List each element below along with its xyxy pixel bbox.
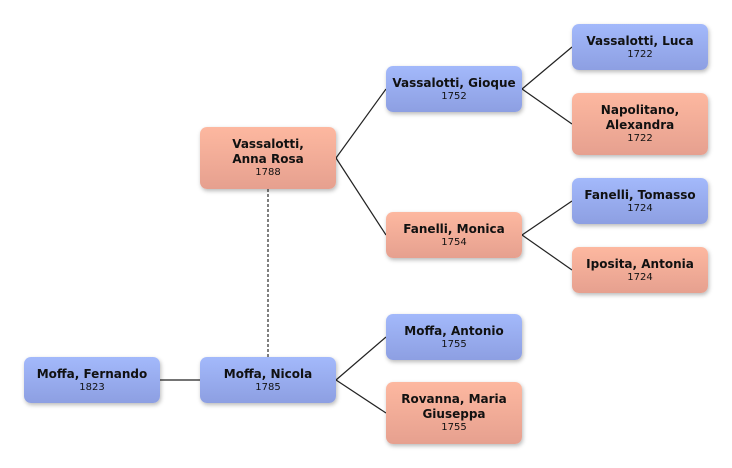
person-name: Rovanna, Maria Giuseppa: [401, 392, 507, 421]
person-name: Napolitano, Alexandra: [600, 103, 680, 132]
person-year: 1755: [441, 422, 467, 433]
parent-connector-gioque-luca: [521, 46, 573, 90]
person-name: Vassalotti, Anna Rosa: [232, 137, 304, 166]
person-year: 1823: [79, 381, 105, 393]
person-name: Fanelli, Monica: [403, 221, 505, 236]
person-year: 1788: [255, 167, 281, 178]
person-name: Moffa, Nicola: [223, 366, 313, 381]
person-year: 1785: [255, 381, 281, 393]
person-year: 1724: [627, 202, 653, 214]
person-moffa-fernando[interactable]: Moffa, Fernando 1823: [24, 357, 160, 403]
person-name: Fanelli, Tomasso: [584, 187, 696, 202]
parent-connector-nicola-antonio: [335, 336, 387, 381]
person-name: Moffa, Antonio: [404, 323, 504, 338]
person-rovanna-maria-giuseppa[interactable]: Rovanna, Maria Giuseppa 1755: [386, 382, 522, 444]
parent-connector-nicola-mariagiuseppa: [335, 379, 387, 414]
parent-connector-annarosa-monica: [335, 157, 387, 236]
person-year: 1752: [441, 90, 467, 102]
person-year: 1755: [441, 338, 467, 350]
person-vassalotti-anna-rosa[interactable]: Vassalotti, Anna Rosa 1788: [200, 127, 336, 189]
person-year: 1754: [441, 236, 467, 248]
parent-connector-annarosa-gioque: [335, 88, 387, 159]
person-year: 1724: [627, 271, 653, 283]
person-name: Vassalotti, Luca: [586, 33, 694, 48]
person-year: 1722: [627, 133, 653, 144]
parent-connector-monica-antonia: [521, 234, 573, 271]
parent-connector-monica-tomasso: [521, 200, 573, 236]
person-iposita-antonia[interactable]: Iposita, Antonia 1724: [572, 247, 708, 293]
person-name: Vassalotti, Gioque: [392, 75, 516, 90]
person-moffa-antonio[interactable]: Moffa, Antonio 1755: [386, 314, 522, 360]
person-name: Iposita, Antonia: [586, 256, 694, 271]
person-fanelli-tomasso[interactable]: Fanelli, Tomasso 1724: [572, 178, 708, 224]
parent-connector-gioque-alexandra: [521, 88, 573, 125]
person-vassalotti-gioque[interactable]: Vassalotti, Gioque 1752: [386, 66, 522, 112]
person-napolitano-alexandra[interactable]: Napolitano, Alexandra 1722: [572, 93, 708, 155]
person-year: 1722: [627, 48, 653, 60]
person-moffa-nicola[interactable]: Moffa, Nicola 1785: [200, 357, 336, 403]
person-vassalotti-luca[interactable]: Vassalotti, Luca 1722: [572, 24, 708, 70]
person-name: Moffa, Fernando: [36, 366, 148, 381]
person-fanelli-monica[interactable]: Fanelli, Monica 1754: [386, 212, 522, 258]
